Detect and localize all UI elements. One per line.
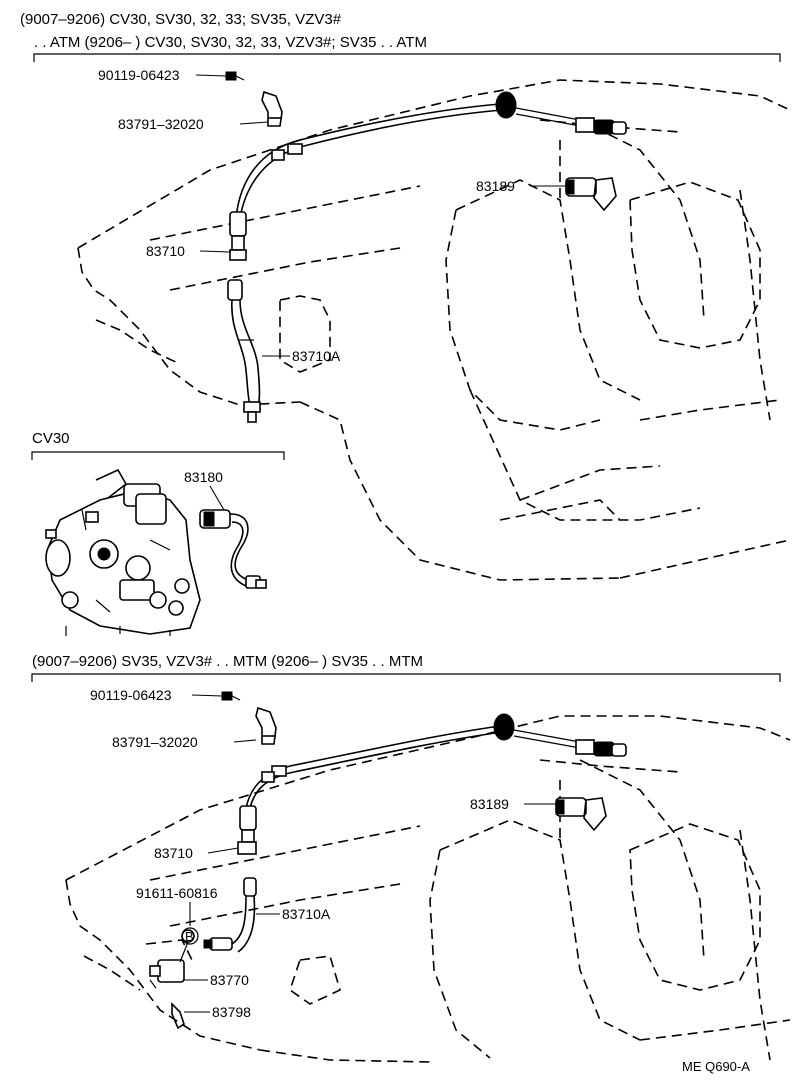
top-sensor-83189 [565, 177, 617, 212]
figure-code: ME Q690-A [682, 1059, 750, 1074]
bottom-label-83710: 83710 [154, 845, 193, 861]
bottom-marker-b-text: B [185, 929, 194, 944]
bottom-hose-83710a [203, 877, 257, 953]
bottom-bolt-90119 [221, 691, 241, 701]
bottom-clip-83798 [171, 1002, 185, 1030]
bottom-label-83798: 83798 [212, 1004, 251, 1020]
cv30-transmission-block [45, 468, 201, 636]
top-label-83710a: 83710A [292, 348, 341, 364]
top-label-83710: 83710 [146, 243, 185, 259]
bottom-converter-83770 [145, 929, 195, 989]
bottom-vehicle-body [65, 715, 791, 1063]
bottom-label-91611-60816: 91611-60816 [136, 885, 218, 901]
bottom-section: (9007–9206) SV35, VZV3# . . MTM (9206– )… [31, 653, 791, 1063]
bottom-bracket [31, 673, 781, 682]
bottom-header: (9007–9206) SV35, VZV3# . . MTM (9206– )… [32, 653, 423, 670]
top-bracket-83791 [261, 90, 283, 127]
bottom-label-90119-06423: 90119-06423 [90, 687, 172, 703]
top-bracket [33, 53, 781, 62]
bottom-marker-b: B [181, 927, 199, 945]
top-vehicle-body [77, 79, 791, 581]
bottom-label-83710a: 83710A [282, 906, 331, 922]
top-section: (9007–9206) CV30, SV30, 32, 33; SV35, VZ… [20, 11, 791, 581]
top-bolt-90119 [225, 71, 245, 81]
cv30-section: CV30 [31, 430, 285, 636]
cv30-title: CV30 [32, 430, 70, 447]
top-hose-83710a [227, 279, 261, 423]
top-header-line2: . . ATM (9206– ) CV30, SV30, 32, 33, VZV… [34, 34, 427, 51]
cv30-label-83180: 83180 [184, 469, 223, 485]
top-label-83189: 83189 [476, 178, 515, 194]
top-label-83791-32020: 83791–32020 [118, 116, 204, 132]
cv30-sensor-83180 [199, 509, 267, 589]
bottom-label-83189: 83189 [470, 796, 509, 812]
top-header-line1: (9007–9206) CV30, SV30, 32, 33; SV35, VZ… [20, 11, 342, 28]
bottom-label-83791-32020: 83791–32020 [112, 734, 198, 750]
bottom-bracket-83791 [255, 706, 277, 745]
bottom-sensor-83189 [555, 797, 607, 832]
top-label-90119-06423: 90119-06423 [98, 67, 180, 83]
bottom-label-83770: 83770 [210, 972, 249, 988]
top-speedometer-cable [229, 91, 627, 261]
bottom-speedometer-cable [237, 713, 627, 855]
cv30-bracket [31, 451, 285, 460]
